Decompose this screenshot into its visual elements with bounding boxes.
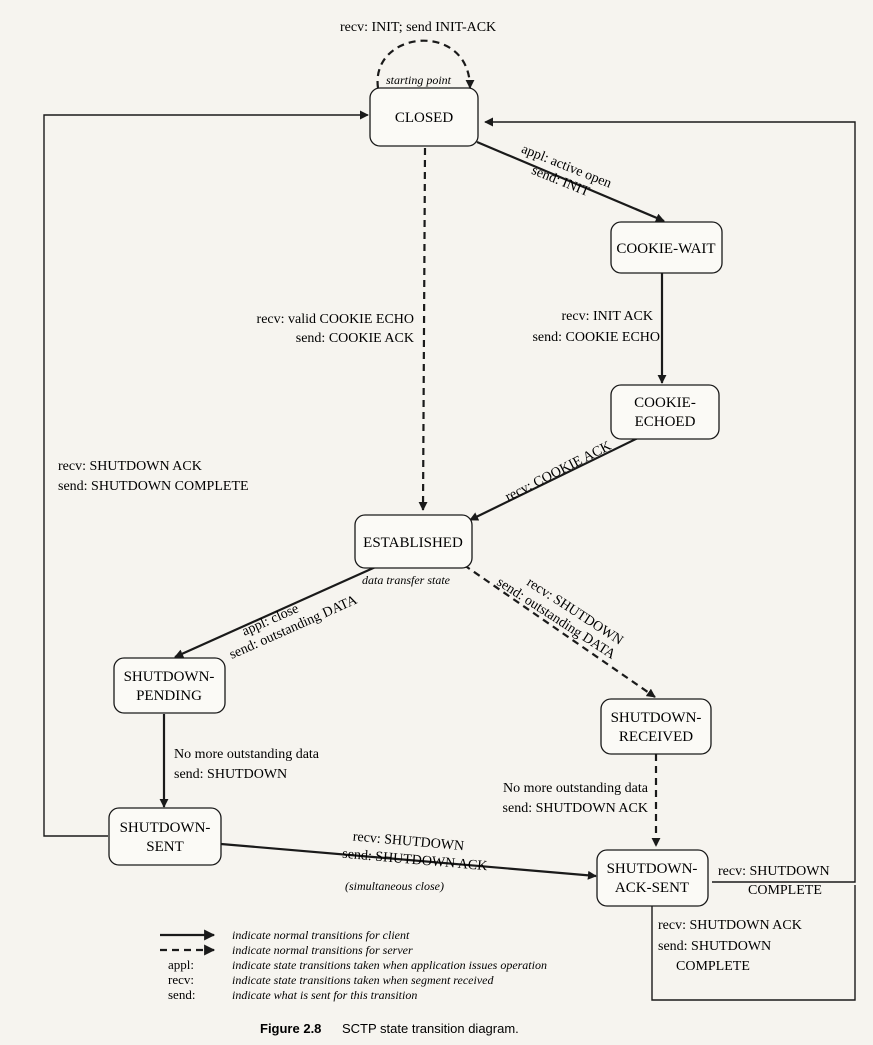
state-shutdown-pending: SHUTDOWN- PENDING [113,657,226,714]
figure-caption: Figure 2.8 SCTP state transition diagram… [260,1021,519,1036]
state-shutdown-sent: SHUTDOWN- SENT [108,807,222,866]
edge-cookie-ack [469,436,641,521]
edge-left-return [43,110,369,837]
state-cookie-wait-label: COOKIE-WAIT [616,241,715,257]
label-no-more-right-line1: No more outstanding data [503,781,649,796]
legend: indicate normal transitions for client i… [160,928,547,1002]
legend-send-key: send: [168,987,195,1002]
edge-init-loop [376,39,475,89]
legend-dashed-text: indicate normal transitions for server [232,943,413,957]
label-valid-cookie-line1: recv: valid COOKIE ECHO [257,312,414,327]
label-shutdown-complete-right-line1: recv: SHUTDOWN [718,864,830,879]
edge-bottom-return [651,885,856,1001]
state-established: ESTABLISHED [354,514,473,569]
label-shutdown-ack-left-line1: recv: SHUTDOWN ACK [58,459,202,474]
edge-recv-shutdown [463,564,656,698]
edge-simultaneous-close [220,842,597,880]
edge-appl-close [174,563,381,659]
caption-figure-number: Figure 2.8 [260,1021,321,1036]
state-shutdown-received-line2: RECEIVED [619,729,693,745]
state-shutdown-pending-line1: SHUTDOWN- [124,669,215,685]
state-shutdown-sent-line2: SENT [146,839,184,855]
label-shutdown-ack-bottom-line3: COMPLETE [676,959,750,974]
state-shutdown-pending-line2: PENDING [136,688,202,704]
legend-recv-text: indicate state transitions taken when se… [232,973,494,987]
simultaneous-close-note: (simultaneous close) [345,879,444,893]
label-no-more-right-line2: send: SHUTDOWN ACK [503,801,648,816]
legend-recv-key: recv: [168,972,194,987]
state-shutdown-received-line1: SHUTDOWN- [611,710,702,726]
state-cookie-echoed-line1: COOKIE- [634,395,696,411]
legend-solid-text: indicate normal transitions for client [232,928,410,942]
edge-closed-established [418,147,428,511]
label-no-more-left-line2: send: SHUTDOWN [174,767,287,782]
state-closed: CLOSED [369,87,479,147]
state-shutdown-ack-sent-line2: ACK-SENT [615,880,689,896]
label-recv-shutdown-mid: recv: SHUTDOWN send: outstanding DATA [494,575,626,663]
label-no-more-left-line1: No more outstanding data [174,747,320,762]
label-appl-close: appl: close send: outstanding DATA [227,592,360,662]
legend-appl-text: indicate state transitions taken when ap… [232,958,547,972]
state-shutdown-ack-sent: SHUTDOWN- ACK-SENT [596,849,709,907]
state-shutdown-ack-sent-line1: SHUTDOWN- [607,861,698,877]
label-init-ack-line2: send: COOKIE ECHO [532,330,660,345]
edge-active-open [476,140,665,223]
state-closed-label: CLOSED [395,110,454,126]
label-simultaneous-line2: send: SHUTDOWN ACK [342,847,488,875]
legend-appl-key: appl: [168,957,194,972]
label-shutdown-ack-bottom-line1: recv: SHUTDOWN ACK [658,918,802,933]
label-shutdown-ack-left-line2: send: SHUTDOWN COMPLETE [58,479,249,494]
data-transfer-note: data transfer state [362,573,451,587]
label-simultaneous: recv: SHUTDOWN send: SHUTDOWN ACK [342,830,488,875]
state-shutdown-sent-line1: SHUTDOWN- [120,820,211,836]
edge-right-return [484,117,856,883]
label-active-open: appl: active open send: INIT [519,142,613,200]
state-shutdown-received: SHUTDOWN- RECEIVED [600,698,712,755]
label-cookie-ack: recv: COOKIE ACK [503,439,614,505]
label-init-ack-line1: recv: INIT ACK [562,309,654,324]
state-cookie-wait: COOKIE-WAIT [610,221,723,274]
caption-title: SCTP state transition diagram. [342,1021,519,1036]
state-established-label: ESTABLISHED [363,535,463,551]
label-valid-cookie-line2: send: COOKIE ACK [296,331,414,346]
state-cookie-echoed-line2: ECHOED [635,414,696,430]
label-shutdown-ack-bottom-line2: send: SHUTDOWN [658,939,771,954]
starting-point-note: starting point [386,73,452,87]
label-shutdown-complete-right-line2: COMPLETE [748,883,822,898]
label-init-loop: recv: INIT; send INIT-ACK [340,20,496,35]
state-cookie-echoed: COOKIE- ECHOED [610,384,720,440]
legend-send-text: indicate what is sent for this transitio… [232,988,417,1002]
